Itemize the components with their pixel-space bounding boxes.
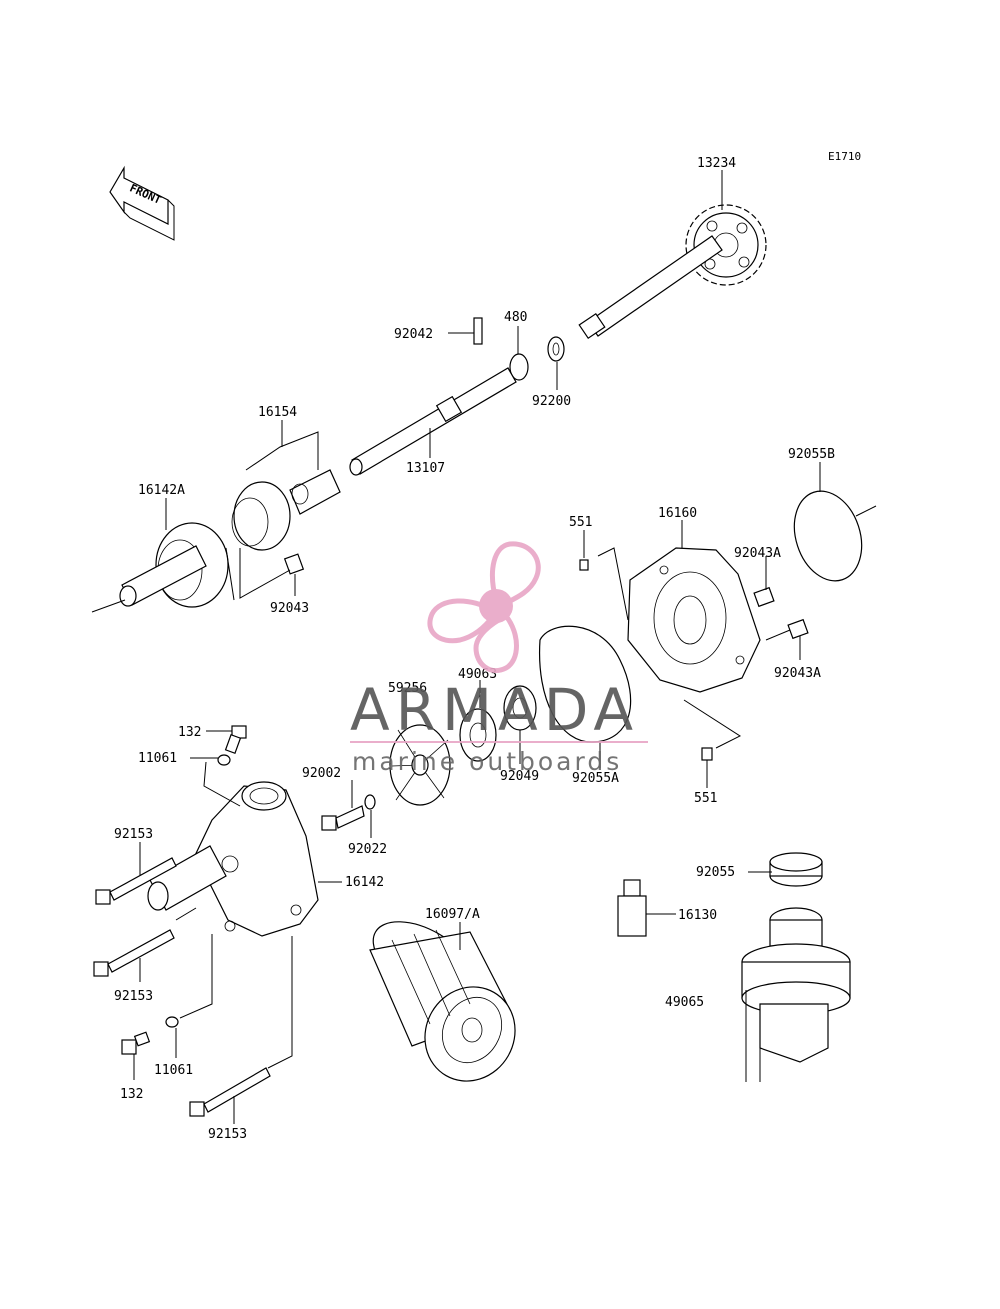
label-92055A: 92055A [572, 771, 619, 786]
bolt-92153-c [189, 1067, 271, 1117]
pump-body-16142A [119, 522, 235, 608]
diagram-code: E1710 [828, 150, 861, 163]
oil-filter-16097A [369, 921, 516, 1082]
label-92043: 92043 [270, 601, 309, 616]
propeller-logo-icon [427, 541, 541, 673]
label-16154: 16154 [258, 405, 297, 420]
pump-cover-16160 [627, 547, 761, 693]
label-16130: 16130 [678, 908, 717, 923]
label-59256: 59256 [388, 681, 427, 696]
label-92043A-bottom: 92043A [774, 666, 821, 681]
strainer-49065 [741, 907, 851, 1082]
bolt-132-bottom [121, 1031, 151, 1055]
label-16160: 16160 [658, 506, 697, 521]
dowel-92043A-top [753, 586, 775, 608]
washer-92200 [547, 336, 565, 362]
fitting-16130 [617, 879, 647, 937]
label-92153-c: 92153 [208, 1127, 247, 1142]
watermark-brand: ARMADA [350, 676, 639, 744]
cap-92055 [769, 852, 823, 887]
label-16097A: 16097/A [425, 907, 480, 922]
label-16142A: 16142A [138, 483, 185, 498]
label-92200: 92200 [532, 394, 571, 409]
impeller-59256 [389, 724, 451, 806]
label-92043A-top: 92043A [734, 546, 781, 561]
label-480: 480 [504, 310, 527, 325]
label-16142: 16142 [345, 875, 384, 890]
label-13234: 13234 [697, 156, 736, 171]
label-92042: 92042 [394, 327, 433, 342]
seal-49063 [459, 708, 497, 762]
pump-housing-16142 [147, 781, 319, 937]
label-92153-a: 92153 [114, 827, 153, 842]
dowel-551-bottom [701, 747, 713, 761]
bolt-92153-a [95, 857, 177, 905]
label-551-top: 551 [569, 515, 592, 530]
pump-shaft-13107 [349, 367, 517, 476]
dowel-92043 [283, 553, 305, 575]
label-11061-bottom: 11061 [154, 1063, 193, 1078]
gear-13234 [685, 204, 767, 286]
label-132-top: 132 [178, 725, 201, 740]
watermark: ARMADA marine outboards [350, 541, 648, 776]
watermark-tagline: marine outboards [352, 747, 622, 776]
label-132-bottom: 132 [120, 1087, 143, 1102]
rotor-16154 [231, 469, 341, 551]
bolt-92153-b [93, 929, 175, 977]
washer-11061-bottom [165, 1016, 179, 1028]
label-92022: 92022 [348, 842, 387, 857]
label-92049: 92049 [500, 769, 539, 784]
drive-shaft [578, 235, 723, 340]
washer-11061-top [217, 754, 231, 766]
label-11061-top: 11061 [138, 751, 177, 766]
washer-92022 [364, 794, 376, 810]
bolt-92002 [321, 805, 365, 831]
front-arrow-icon: FRONT [109, 165, 175, 241]
label-551-bottom: 551 [694, 791, 717, 806]
label-92055: 92055 [696, 865, 735, 880]
circlip-480 [509, 353, 529, 381]
label-92002: 92002 [302, 766, 341, 781]
pin-92042 [473, 317, 483, 345]
o-ring-92055A [538, 625, 632, 743]
label-92153-b: 92153 [114, 989, 153, 1004]
label-49065: 49065 [665, 995, 704, 1010]
dowel-92043A-bottom [787, 618, 809, 640]
label-92055B: 92055B [788, 447, 835, 462]
o-ring-92055B [793, 490, 863, 582]
bolt-132-top [224, 725, 247, 754]
dowel-551-top [579, 559, 589, 571]
label-13107: 13107 [406, 461, 445, 476]
